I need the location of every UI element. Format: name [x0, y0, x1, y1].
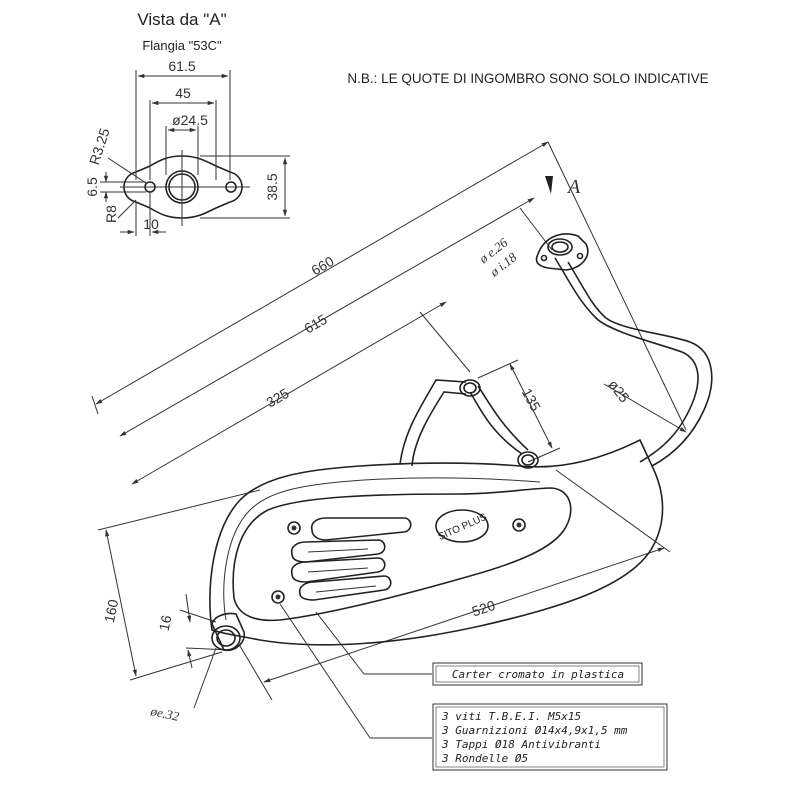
dim-660: 660: [308, 253, 336, 279]
cover-callout-text: Carter cromato in plastica: [452, 668, 624, 681]
dim-16: 16: [156, 613, 175, 632]
brand-logo: SITO PLUS: [435, 509, 489, 543]
dim-r3-25: R3.25: [86, 126, 113, 167]
dim-r8: R8: [103, 205, 119, 223]
kit-line-screws: 3 viti T.B.E.I. M5x15: [441, 710, 581, 723]
header-pipe: [554, 257, 699, 463]
note-text: N.B.: LE QUOTE DI INGOMBRO SONO SOLO IND…: [347, 71, 708, 86]
dim-bore-diameter: ø24.5: [172, 112, 208, 128]
view-a-letter: A: [566, 176, 581, 198]
flange-view: 61.5 45 ø24.5 R3.25 6.5 R8 10 38.5: [84, 58, 290, 236]
dim-6-5: 6.5: [84, 177, 100, 197]
silencer-body: [209, 438, 664, 646]
overall-dimensions: 660 615 325 135 ø25 ø e.26 ø i.18 160 16: [91, 141, 687, 724]
mounting-bracket: [399, 379, 539, 469]
outlet-pipe: [211, 612, 246, 652]
dim-45: 45: [175, 85, 191, 101]
chrome-cover: [232, 487, 572, 622]
exhaust-assembly: SITO PLUS: [209, 233, 713, 652]
inlet-flange: [535, 233, 589, 271]
callout-kit: 3 viti T.B.E.I. M5x15 3 Guarnizioni Ø14x…: [279, 603, 668, 771]
callout-cover: Carter cromato in plastica: [315, 611, 643, 686]
dim-61-5: 61.5: [168, 58, 195, 74]
kit-callout-box: [432, 703, 668, 771]
view-a-marker: A: [545, 176, 581, 198]
flange-label: Flangia "53C": [142, 38, 222, 53]
kit-line-caps: 3 Tappi Ø18 Antivibranti: [441, 738, 601, 751]
dim-outlet-32: øe.32: [148, 703, 180, 724]
kit-line-gaskets: 3 Guarnizioni Ø14x4,9x1,5 mm: [441, 724, 628, 737]
logo-text: SITO PLUS: [437, 512, 489, 543]
dim-520: 520: [470, 597, 497, 620]
dim-10: 10: [143, 216, 159, 232]
view-title: Vista da "A": [137, 10, 226, 29]
cover-callout-box: [432, 662, 643, 686]
kit-line-washers: 3 Rondelle Ø5: [441, 752, 528, 765]
dim-pipe-25: ø25: [605, 376, 633, 405]
dim-38-5: 38.5: [264, 173, 280, 200]
cover-screws: [271, 518, 526, 604]
dim-325: 325: [263, 385, 291, 411]
dim-160: 160: [101, 598, 122, 624]
dim-615: 615: [301, 311, 329, 337]
cover-vents: [290, 517, 412, 601]
